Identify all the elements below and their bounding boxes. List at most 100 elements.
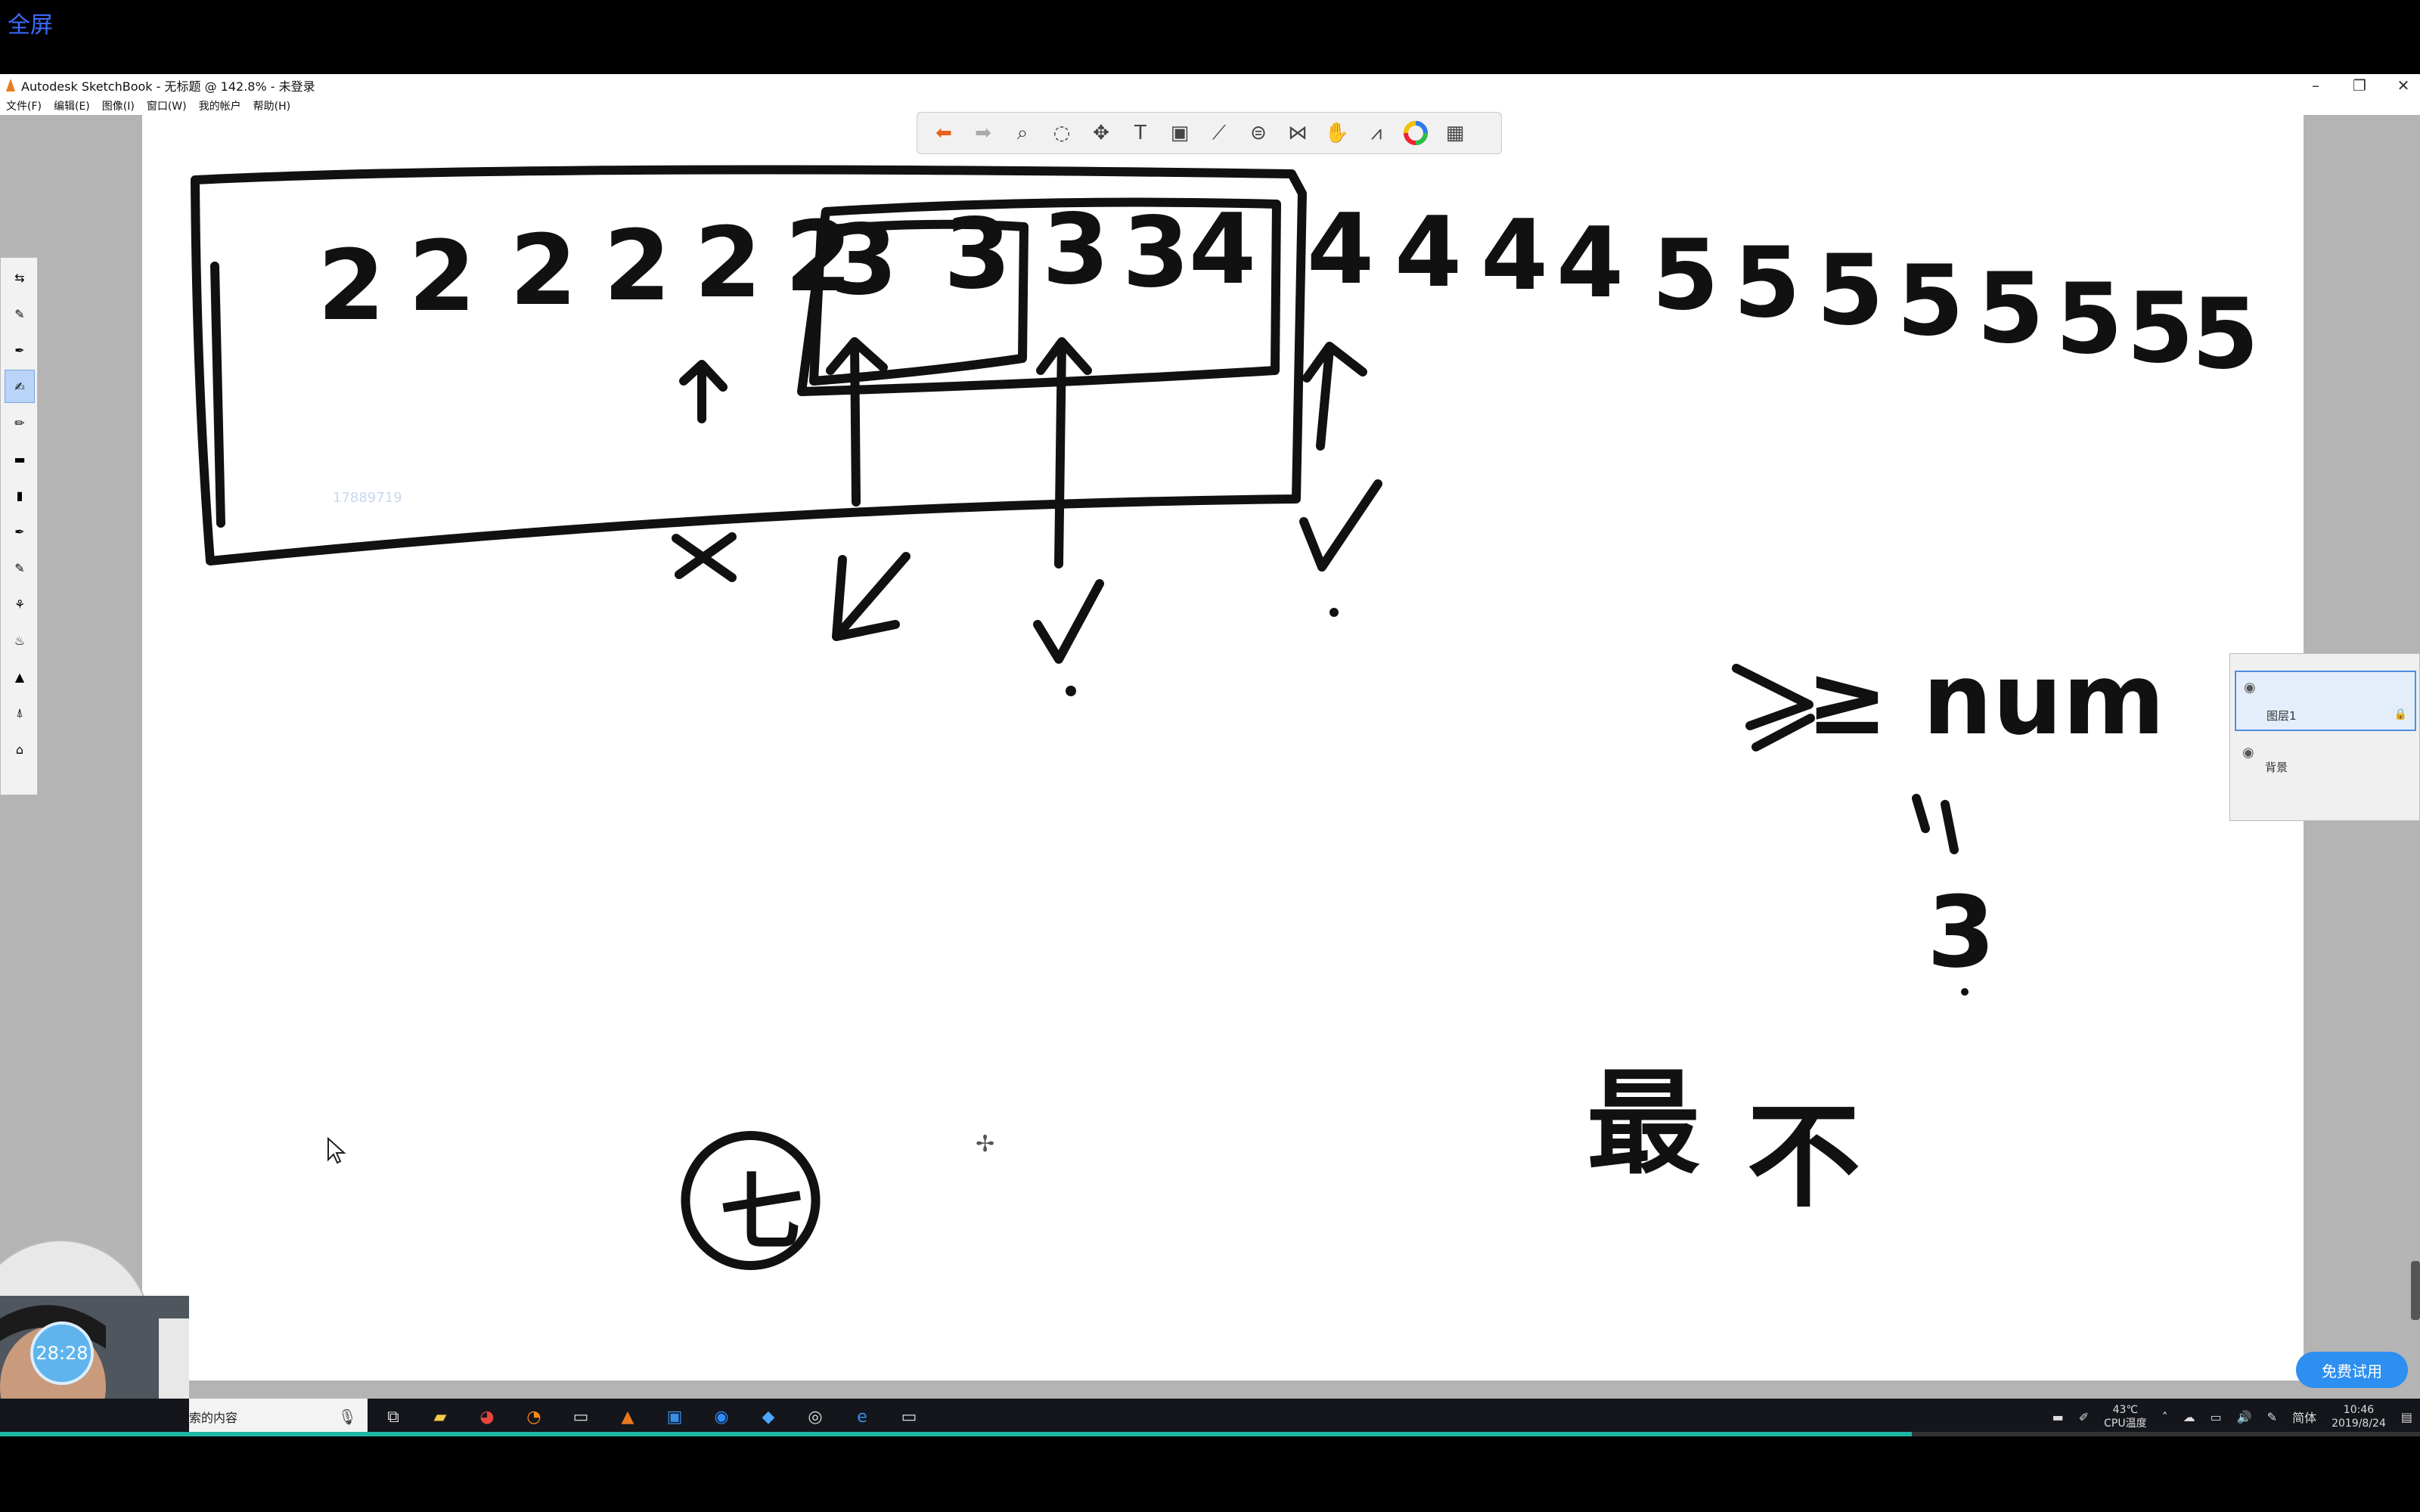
check-mark-1	[832, 552, 911, 641]
menu-account[interactable]: 我的帐户	[198, 101, 241, 113]
digit: 5	[2055, 263, 2123, 376]
arrow-2	[826, 337, 888, 507]
mouse-cursor-icon	[327, 1136, 346, 1167]
taskbar-search[interactable]: 索的内容 🎙	[189, 1399, 368, 1435]
color-wheel-icon[interactable]	[1401, 119, 1430, 147]
digit: 3	[1122, 197, 1190, 309]
three-text: 3	[1927, 875, 1995, 990]
digit: 5	[1652, 219, 1719, 332]
chrome-icon[interactable]: ◕	[479, 1407, 495, 1427]
firefox-icon[interactable]: ◔	[526, 1407, 541, 1427]
side-scroll-handle[interactable]	[2411, 1261, 2420, 1320]
taskbar-apps: ⧉ ▰ ◕ ◔ ▭ ▲ ▣ ◉ ◆ ◎ e ▭	[378, 1402, 924, 1432]
symmetry-icon[interactable]: ⋈	[1288, 122, 1308, 144]
timer-badge[interactable]: 28:28	[30, 1321, 94, 1385]
cross-mark	[672, 532, 737, 582]
pencil-brush-icon[interactable]: ✎	[14, 306, 25, 321]
ink-pen-icon[interactable]: ✒	[14, 524, 25, 539]
airbrush-icon[interactable]: ♨	[14, 633, 26, 648]
eye-icon[interactable]: ◉	[2242, 745, 2254, 761]
undo-icon[interactable]: ⬅	[935, 122, 952, 144]
edge-icon[interactable]: e	[857, 1407, 867, 1427]
lock-icon[interactable]: 🔒	[2394, 708, 2407, 720]
close-button[interactable]: ✕	[2397, 76, 2410, 94]
watermark-text: 17889719	[333, 490, 402, 506]
window-controls: – ❐ ✕	[2307, 74, 2412, 97]
chevron-up-icon[interactable]: ˄	[2161, 1409, 2168, 1424]
brush-palette: ⇆ ✎ ✒ ✍ ✏ ▬ ▮ ✒ ✎ ⚘ ♨ ▲ ⍋ ⌂	[0, 257, 38, 795]
smudge-icon[interactable]: ⌂	[15, 742, 24, 757]
app-window-icon[interactable]: ▭	[901, 1407, 917, 1427]
menu-image[interactable]: 图像(I)	[101, 101, 135, 113]
text-icon[interactable]: T	[1134, 122, 1146, 144]
digit: 4	[1556, 207, 1624, 320]
ellipse-icon[interactable]: ⊜	[1250, 122, 1267, 144]
restore-button[interactable]: ❐	[2353, 76, 2366, 94]
network-icon[interactable]: ▭	[2210, 1409, 2222, 1424]
menu-help[interactable]: 帮助(H)	[253, 101, 291, 113]
clock[interactable]: 10:46 2019/8/24	[2332, 1403, 2386, 1430]
eraser-icon[interactable]: ▬	[14, 451, 26, 466]
hard-eraser-icon[interactable]: ▮	[16, 488, 23, 503]
sketchbook-taskbar-icon[interactable]: ▲	[621, 1407, 634, 1427]
crop-icon[interactable]: ▣	[1170, 122, 1190, 144]
pen-workspace-icon[interactable]: ✎	[2266, 1409, 2278, 1424]
fine-pen-icon[interactable]: ✏	[14, 415, 25, 430]
redo-icon[interactable]: ➡	[975, 122, 991, 144]
ballpoint-icon[interactable]: ✎	[14, 560, 25, 575]
zoom-icon[interactable]: ⌕	[1016, 121, 1028, 144]
eye-icon[interactable]: ◉	[2244, 680, 2256, 696]
video-progress-fill	[0, 1432, 1912, 1436]
ime-indicator[interactable]: 简体	[2292, 1411, 2317, 1425]
brush-library-icon[interactable]: ⩘	[1370, 121, 1382, 144]
microphone-icon[interactable]: 🎙	[337, 1408, 357, 1426]
notification-icon[interactable]: ▤	[2400, 1409, 2412, 1424]
app-blue-icon[interactable]: ▣	[666, 1407, 683, 1427]
cloud-icon[interactable]: ☁	[2183, 1409, 2195, 1424]
paintbrush-icon[interactable]: ⚘	[14, 596, 26, 612]
layer-1-row[interactable]: ◉ 图层1 🔒	[2235, 671, 2416, 731]
digit: 2	[603, 210, 671, 323]
app-icon[interactable]: ▭	[572, 1407, 589, 1427]
background-layer-row[interactable]: ◉ 背景	[2235, 737, 2416, 798]
tray-app-icon[interactable]: ▬	[2052, 1409, 2064, 1424]
marker-brush-icon[interactable]: ✍	[5, 370, 35, 403]
pen-brush-icon[interactable]: ✒	[14, 342, 25, 358]
layers-icon[interactable]: ▦	[1445, 122, 1465, 144]
minimize-button[interactable]: –	[2312, 76, 2319, 94]
fullscreen-link[interactable]: 全屏	[8, 12, 53, 39]
volume-icon[interactable]: 🔊	[2236, 1409, 2252, 1424]
palette-adjust-icon[interactable]: ⇆	[14, 270, 25, 285]
window-box-stroke	[797, 197, 1281, 396]
sketchbook-app-icon	[6, 79, 15, 91]
ruler-icon[interactable]: ⟋	[1212, 121, 1227, 144]
meeting-icon[interactable]: ◉	[714, 1407, 729, 1427]
task-view-icon[interactable]: ⧉	[387, 1407, 399, 1427]
main-toolbar: ⬅ ➡ ⌕ ◌ ✥ T ▣ ⟋ ⊜ ⋈ ✋ ⩘ ▦	[917, 112, 1502, 154]
move-icon[interactable]: ✥	[1093, 122, 1109, 144]
inner-box-stroke	[809, 219, 1028, 386]
drawing-canvas[interactable]: 2 2 2 2 2 2 3 3 3 3 4 4 4 4 4 5 5	[142, 115, 2304, 1380]
bird-app-icon[interactable]: ◆	[762, 1407, 775, 1427]
menu-window[interactable]: 窗口(W)	[146, 101, 187, 113]
brush-palette-icon[interactable]: ✋	[1324, 122, 1350, 144]
search-placeholder: 索的内容	[189, 1411, 238, 1425]
menu-edit[interactable]: 编辑(E)	[53, 101, 90, 113]
dot-1	[1066, 686, 1076, 696]
chisel-icon[interactable]: ▲	[14, 669, 25, 684]
system-tray: ▬ ✐ 43℃ CPU温度 ˄ ☁ ▭ 🔊 ✎ 简体 10:46 2019/8/…	[2052, 1399, 2412, 1435]
lasso-icon[interactable]: ◌	[1053, 122, 1071, 144]
free-trial-button[interactable]: 免费试用	[2296, 1352, 2408, 1388]
ge-num-text: ≥ num	[1806, 642, 2165, 757]
digit: 5	[2127, 272, 2194, 385]
menu-file[interactable]: 文件(F)	[6, 101, 42, 113]
obs-icon[interactable]: ◎	[808, 1407, 823, 1427]
pen-tray-icon[interactable]: ✐	[2078, 1409, 2090, 1424]
technical-pen-icon[interactable]: ⍋	[16, 705, 23, 720]
digit: 2	[318, 230, 385, 342]
file-explorer-icon[interactable]: ▰	[433, 1407, 447, 1427]
digit: 5	[1897, 245, 1964, 358]
equals-lines	[1912, 794, 1959, 854]
digit: 2	[694, 207, 762, 320]
